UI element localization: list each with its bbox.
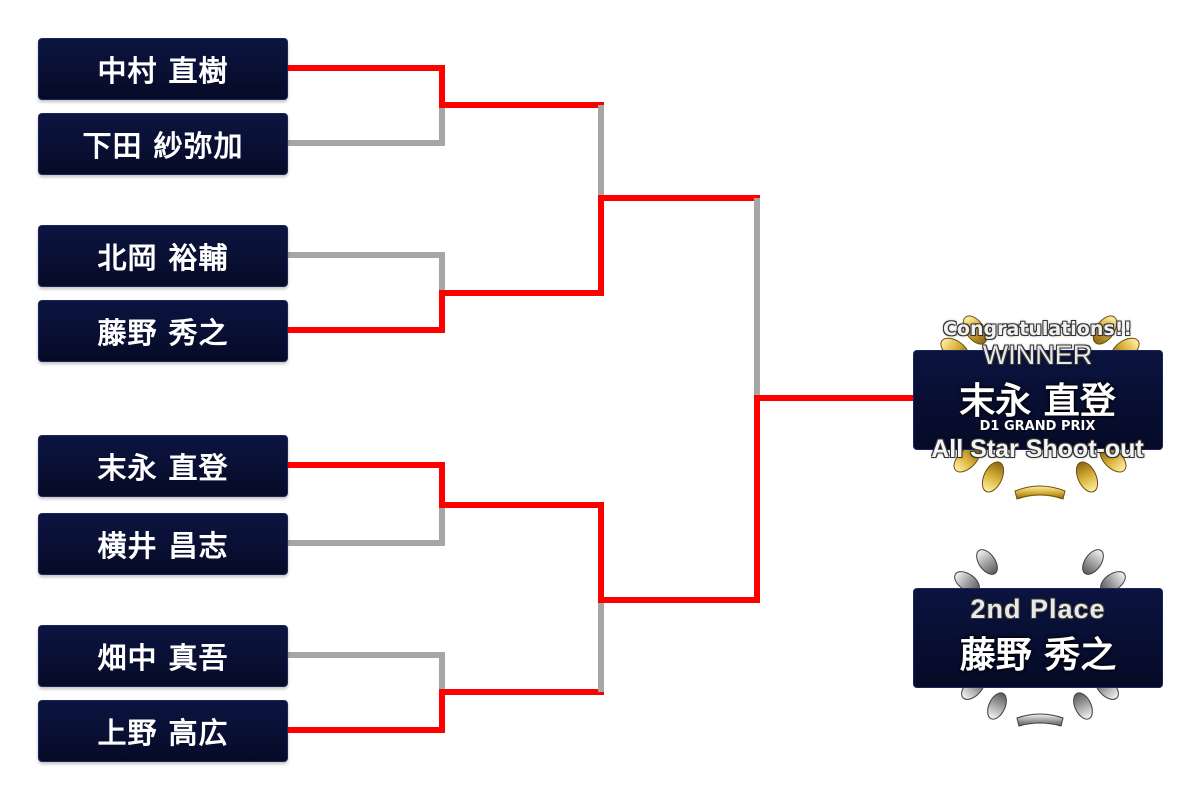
bracket-line-winner xyxy=(754,395,915,600)
bracket-line-loser xyxy=(288,252,445,293)
bracket-line-loser xyxy=(288,105,445,146)
winner-panel xyxy=(913,350,1163,450)
player-box: 横井 昌志 xyxy=(38,513,288,575)
event-series: D1 GRAND PRIX xyxy=(979,419,1096,434)
second-place-name: 藤野 秀之 xyxy=(959,635,1117,676)
player-box: 畑中 真吾 xyxy=(38,625,288,687)
event-title: All Star Shoot-out xyxy=(931,435,1144,463)
player-box: 中村 直樹 xyxy=(38,38,288,100)
bracket-line-loser xyxy=(288,652,445,692)
player-box: 末永 直登 xyxy=(38,435,288,497)
winner-label: WINNER xyxy=(982,340,1093,370)
second-place-text-group: 2nd Place 藤野 秀之 xyxy=(913,592,1163,687)
winner-name: 末永 直登 xyxy=(959,381,1116,422)
bracket-line-winner xyxy=(288,689,604,733)
bracket-line-winner xyxy=(598,505,760,603)
bracket-line-winner xyxy=(288,462,604,508)
second-place-panel xyxy=(913,588,1163,688)
player-box: 上野 高広 xyxy=(38,700,288,762)
bracket-line-winner xyxy=(288,290,604,333)
bracket-line-winner xyxy=(598,195,760,293)
player-box: 下田 紗弥加 xyxy=(38,113,288,175)
congratulations-text: Congratulations!! xyxy=(942,318,1133,340)
player-box: 藤野 秀之 xyxy=(38,300,288,362)
bracket-line-loser xyxy=(288,505,445,546)
player-box: 北岡 裕輔 xyxy=(38,225,288,287)
bracket-line-winner xyxy=(288,65,604,108)
winner-text-group: Congratulations!! WINNER 末永 直登 D1 GRAND … xyxy=(895,318,1180,468)
second-place-label: 2nd Place xyxy=(970,594,1106,624)
